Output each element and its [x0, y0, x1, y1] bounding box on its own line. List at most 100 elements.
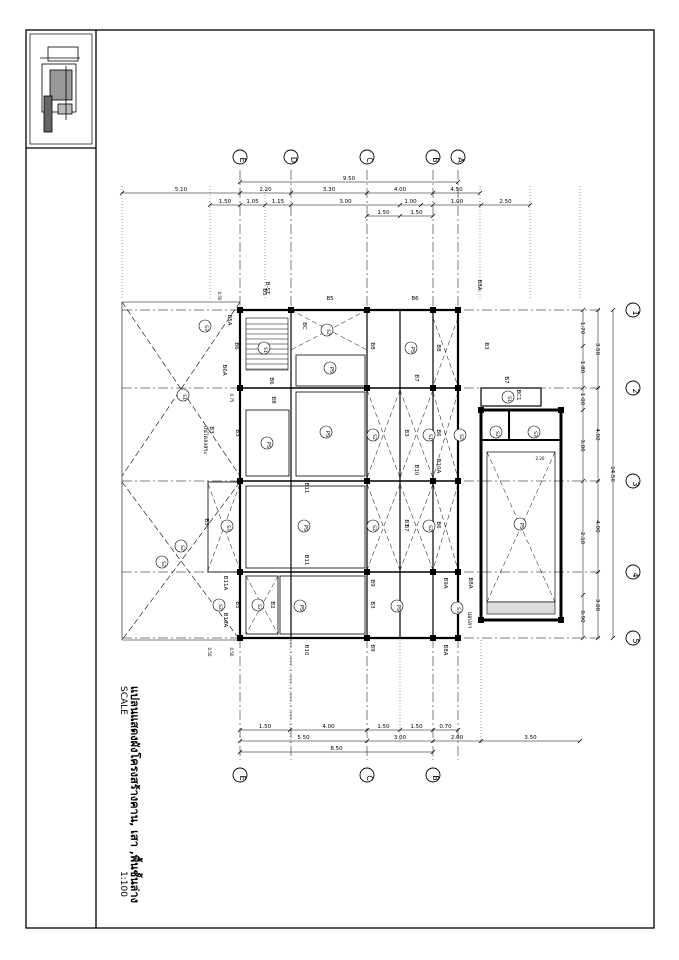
dim-label: 4.00 [594, 428, 600, 441]
slab-tag-label: PS [518, 523, 524, 529]
dim-label: 1.70 [579, 322, 585, 335]
beam-label: B8 [270, 396, 276, 404]
dim-tick [364, 738, 370, 744]
dim-label: 2.10 [579, 532, 585, 545]
grid-bubble-label: 4 [631, 572, 640, 577]
tag-circle [212, 598, 226, 612]
grid-bubble-label: A [456, 157, 465, 163]
slab-panel [295, 391, 366, 477]
dim-label: 4.50 [450, 187, 463, 193]
beam-label: B3 [234, 429, 240, 437]
dim-small: 0.50 [207, 648, 212, 657]
grid-bubble [625, 380, 641, 396]
dim-tick [430, 749, 436, 755]
tag-circle [320, 323, 334, 337]
column-square [430, 569, 436, 575]
column-square [430, 385, 436, 391]
tag-label: S2 [217, 604, 223, 610]
dim-tick [288, 202, 294, 208]
beam-label: B8 [435, 344, 441, 352]
grid-bubble-label: 3 [631, 481, 640, 486]
slab-diagonal [399, 483, 434, 571]
dim-tick [580, 343, 586, 349]
dim-label: 14.50 [609, 466, 615, 482]
column-square [430, 635, 436, 641]
slab-tag-label: PS [324, 431, 330, 437]
dim-label: 1.00 [579, 393, 585, 406]
column-square [455, 478, 461, 484]
annex-room [508, 409, 562, 441]
slab-panel [295, 354, 366, 387]
beam-label: B3 [203, 518, 209, 526]
beam-label: B6 [268, 377, 274, 385]
dim-tick [237, 202, 243, 208]
beam-label: B8 [369, 342, 375, 350]
dim-tick [595, 307, 601, 313]
slab-diagonal [121, 301, 241, 477]
tag-circle [198, 319, 212, 333]
dim-label: 2.20 [259, 187, 272, 193]
slab-tag-circle [297, 519, 311, 533]
dim-label: 0.70 [439, 724, 452, 730]
beam-label: B5 [326, 296, 334, 302]
beam-label: BC1 [515, 389, 521, 400]
tag-label: S2 [458, 434, 464, 440]
beam-label: B7 [413, 374, 419, 382]
slab-diagonal [121, 481, 241, 641]
beam-label: B6 [233, 342, 239, 350]
beam-label: B6A [221, 364, 227, 375]
tag-label: S3 [203, 325, 209, 331]
dim-small: 0.75 [229, 394, 234, 403]
dim-tick [430, 190, 436, 196]
dim-tick [595, 569, 601, 575]
beam-label: B-ST [264, 282, 270, 295]
dim-label: 2.50 [499, 199, 512, 205]
slab-diagonal [121, 301, 241, 477]
beam-label: B11 [303, 483, 309, 494]
title-block: แปลนแสดงผังโครงสร้างคาน, เสา ,พื้นชั้นล่… [104, 686, 156, 906]
beam-label: B10A [222, 613, 228, 628]
dim-label: 4.00 [394, 187, 407, 193]
tag-label: S3 [532, 431, 538, 437]
dim-tick [430, 213, 436, 219]
dim-tick [610, 635, 616, 641]
column-square [237, 569, 243, 575]
beam-label: B5 [234, 601, 240, 609]
dim-label: 1.05 [246, 199, 259, 205]
slab-tag-label: PS [395, 605, 401, 611]
grid-bubble-label: B [431, 775, 440, 781]
dim-tick [430, 738, 436, 744]
beam-label: B6 [411, 296, 419, 302]
beam-label: B10A [435, 459, 441, 474]
beam-label: B6 [435, 429, 441, 437]
column-square [455, 635, 461, 641]
dim-label: 1.80 [579, 361, 585, 374]
grid-bubble-label: E [238, 775, 247, 780]
dim-label: 3.50 [524, 735, 537, 741]
dim-label: 1.00 [451, 199, 464, 205]
grid-bubble-label: 5 [631, 638, 640, 643]
dim-tick [237, 190, 243, 196]
dim-tick [364, 727, 370, 733]
keyplan-thumbnail [40, 46, 80, 133]
grid-bubble-label: B [431, 157, 440, 163]
column-square [478, 617, 484, 623]
column-square [364, 385, 370, 391]
grid-bubble [625, 473, 641, 489]
tag-label: S2 [494, 431, 500, 437]
slab-diagonal [432, 483, 459, 571]
dim-tick [595, 385, 601, 391]
tag-label: S3 [455, 607, 461, 613]
column-square [558, 407, 564, 413]
dim-tick [237, 179, 243, 185]
slab-panel [245, 485, 366, 569]
dim-label: 1.50 [410, 210, 423, 216]
pool-step [486, 601, 556, 615]
dim-tick [455, 179, 461, 185]
grid-bubble [625, 630, 641, 646]
dim-label: 4.00 [322, 724, 335, 730]
beam-label: B5A [226, 314, 232, 325]
beam-label: B9 [369, 579, 375, 587]
column-square [364, 307, 370, 313]
